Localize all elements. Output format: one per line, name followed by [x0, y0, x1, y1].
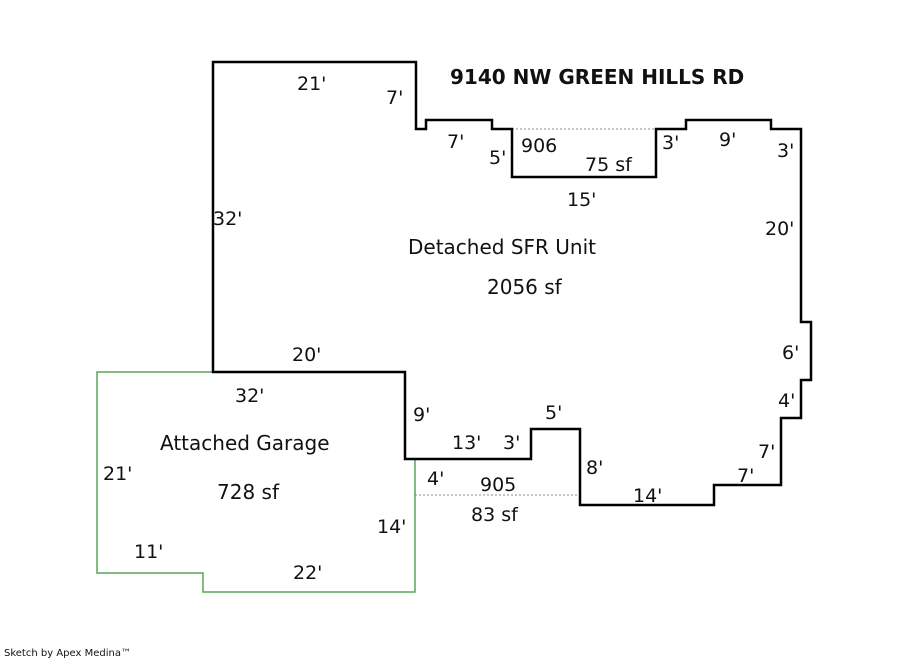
dim-house-bottom: 14': [633, 485, 662, 507]
dim-house-right-lower: 4': [778, 390, 795, 412]
garage-area-name: Attached Garage: [160, 431, 330, 455]
dim-garage-bottom-left: 11': [134, 541, 163, 563]
dim-house-right-bump: 6': [782, 342, 799, 364]
dim-house-bottom-step-h: 7': [737, 465, 754, 487]
house-area-sf: 2056 sf: [487, 275, 563, 299]
dim-house-notch-right: 8': [586, 457, 603, 479]
dim-house-bottom-ledge: 13': [452, 432, 481, 454]
dim-porch906-right: 3': [662, 132, 679, 154]
dim-house-garage-side: 9': [413, 404, 430, 426]
house-outline: [211, 60, 813, 507]
dim-garage-bottom: 22': [293, 562, 322, 584]
dim-house-notch-left: 3': [503, 432, 520, 454]
dim-house-top-right: 9': [719, 129, 736, 151]
porch-905-code: 905: [480, 474, 516, 496]
dim-house-top-ledge: 7': [447, 131, 464, 153]
dim-house-notch-top: 5': [545, 402, 562, 424]
dim-house-left: 32': [213, 208, 242, 230]
dim-house-top-step: 7': [386, 87, 403, 109]
garage-area-sf: 728 sf: [217, 480, 280, 504]
dim-house-bottom-step-v: 7': [758, 441, 775, 463]
dim-porch905-left: 4': [427, 468, 444, 490]
house-area-name: Detached SFR Unit: [408, 235, 596, 259]
dim-house-right: 20': [765, 218, 794, 240]
dim-garage-top: 32': [235, 385, 264, 407]
dim-porch906-left: 5': [489, 147, 506, 169]
dim-porch906-bottom: 15': [567, 189, 596, 211]
dim-house-garage-shared: 20': [292, 344, 321, 366]
dim-garage-right: 14': [377, 516, 406, 538]
porch-905-sf: 83 sf: [471, 504, 519, 526]
porch-906-sf: 75 sf: [585, 154, 633, 176]
dim-house-right-step: 3': [777, 140, 794, 162]
dim-house-top-left: 21': [297, 73, 326, 95]
porch-906-code: 906: [521, 135, 557, 157]
dim-garage-left: 21': [103, 463, 132, 485]
property-address-title: 9140 NW GREEN HILLS RD: [450, 65, 744, 89]
sketch-credit: Sketch by Apex Medina™: [4, 648, 131, 659]
